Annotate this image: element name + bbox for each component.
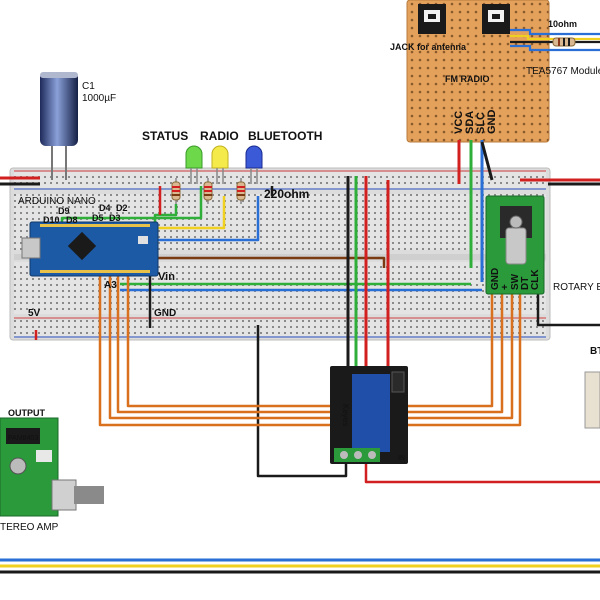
resistor-220-status — [171, 178, 181, 204]
jack-antenna-label: JACK for antenna — [390, 42, 467, 52]
rotary-pin-plus: + — [500, 284, 511, 290]
capacitor-ref-label: C1 — [82, 81, 95, 92]
fm-pin-vcc: VCC — [453, 111, 465, 134]
wires — [0, 140, 600, 574]
led-green — [185, 145, 203, 184]
pin-d9-label: D9 — [58, 206, 70, 216]
amp-chip-label: PAM8403 — [8, 435, 38, 442]
output-label: OUTPUT — [8, 408, 46, 418]
rotary-encoder — [485, 195, 545, 295]
fm-pin-slc: SLC — [475, 112, 487, 134]
fm-radio-label: FM RADIO — [445, 74, 490, 84]
rotary-pin-clk: CLK — [530, 269, 541, 290]
pin-a3-label: A3 — [104, 280, 117, 291]
rotary-pin-gnd: GND — [490, 268, 501, 290]
stereo-amp — [0, 417, 104, 517]
bluetooth-module — [584, 371, 600, 429]
pin-d5-label: D5 — [92, 213, 104, 223]
led-radio-label: RADIO — [200, 129, 239, 143]
relay-brand-label: Keyes — [341, 404, 350, 426]
rail-gnd-label: GND — [154, 308, 176, 319]
arduino-nano — [21, 221, 159, 277]
led-status-label: STATUS — [142, 129, 188, 143]
pin-d8-label: D8 — [66, 215, 78, 225]
stereo-amp-label: TEREO AMP — [0, 522, 59, 533]
pin-d2-label: D2 — [116, 203, 128, 213]
led-yellow — [211, 145, 229, 184]
rotary-pin-dt: DT — [520, 277, 531, 290]
rotary-pin-sw: SW — [510, 273, 521, 290]
tea-module-label: TEA5767 Module — [526, 66, 600, 77]
arduino-label: ARDUINO NANO — [18, 196, 96, 207]
antenna-jack — [418, 4, 446, 34]
pin-d4-label: D4 — [99, 203, 111, 213]
resistor-220-radio — [203, 178, 213, 204]
resistor-220-label: 220ohm — [264, 187, 309, 201]
bt-label: BT — [590, 346, 600, 357]
relay-module — [330, 366, 408, 464]
resistor-10ohm — [552, 37, 576, 47]
relay-in-label: IN — [398, 455, 405, 462]
led-blue — [245, 145, 263, 184]
capacitor-c1 — [40, 72, 78, 180]
pin-d3-label: D3 — [109, 213, 121, 223]
fm-pin-gnd: GND — [486, 110, 498, 135]
pin-vin-label: Vin — [158, 271, 175, 283]
rail-5v-label: 5V — [28, 308, 41, 319]
rotary-label: ROTARY E — [553, 282, 600, 293]
tea5767-jack — [482, 4, 510, 34]
led-bluetooth-label: BLUETOOTH — [248, 129, 322, 143]
resistor-220-bluetooth — [236, 178, 246, 204]
pin-d10-label: D10 — [43, 215, 60, 225]
capacitor-value-label: 1000µF — [82, 93, 116, 104]
fm-pin-sda: SDA — [464, 111, 476, 134]
resistor-10ohm-label: 10ohm — [548, 19, 577, 29]
